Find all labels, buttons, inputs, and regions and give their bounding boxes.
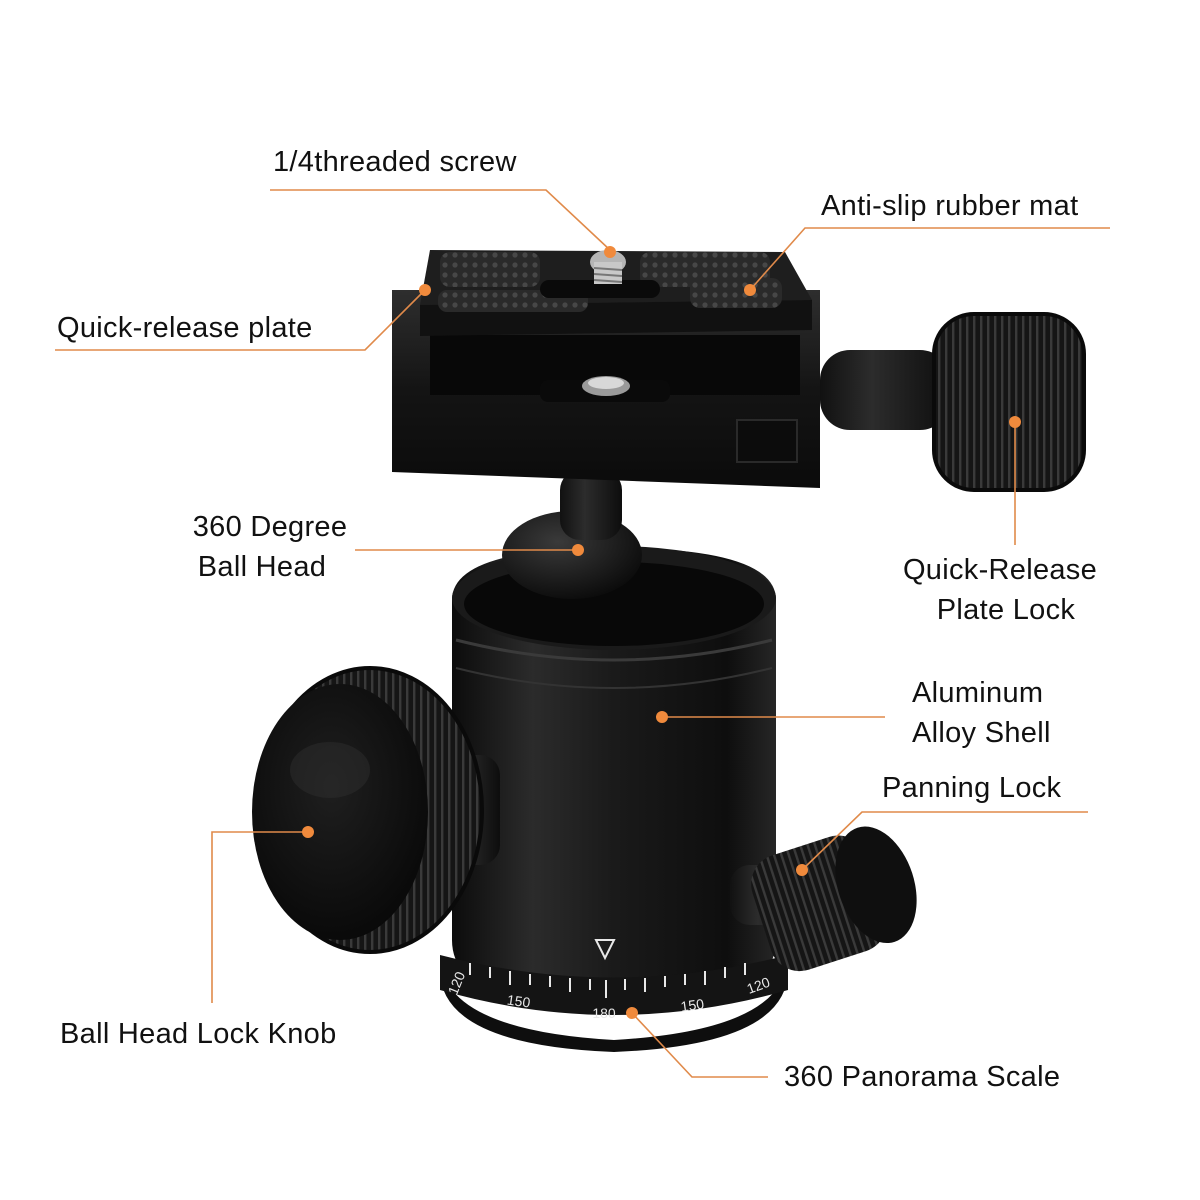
- scale-number-right: 150: [680, 995, 706, 1014]
- label-panorama-scale: 360 Panorama Scale: [784, 1061, 1061, 1093]
- leader-ball-lock-knob: [211, 831, 308, 1003]
- leader-rubber-mat: [749, 227, 1110, 291]
- label-ball-lock-knob: Ball Head Lock Knob: [60, 1018, 337, 1050]
- label-shell-line2: Alloy Shell: [912, 717, 1051, 749]
- panorama-scale-ring: [440, 939, 788, 1052]
- scale-number-center: 180: [592, 1005, 616, 1021]
- clamp-base: [392, 290, 820, 488]
- leader-threaded-screw: [270, 189, 611, 251]
- plate-lock-knob: [820, 312, 1086, 492]
- label-plate-lock-line1: Quick-Release: [902, 554, 1098, 586]
- callout-dots: [302, 246, 1021, 1019]
- label-ball-head-line2: Ball Head: [197, 551, 327, 583]
- scale-number-left: 150: [506, 992, 532, 1011]
- label-shell-line1: Aluminum: [912, 677, 1044, 709]
- leader-panning-lock: [801, 811, 1088, 871]
- quick-release-plate: [420, 250, 812, 336]
- ball-lock-knob: [252, 666, 500, 954]
- leader-panorama-scale: [631, 1012, 768, 1078]
- scale-number-right-edge: 120: [745, 974, 773, 997]
- label-panning-lock: Panning Lock: [882, 772, 1062, 804]
- label-ball-head-line1: 360 Degree: [192, 511, 348, 543]
- label-quick-release-plate: Quick-release plate: [57, 312, 313, 344]
- label-plate-lock-line2: Plate Lock: [936, 594, 1076, 626]
- leader-lines: [55, 189, 1110, 1078]
- ball-head: [502, 470, 642, 599]
- panning-lock-knob: [730, 826, 917, 972]
- label-threaded-screw: 1/4threaded screw: [273, 146, 517, 178]
- label-rubber-mat: Anti-slip rubber mat: [821, 190, 1079, 222]
- leader-quick-release-plate: [55, 289, 426, 351]
